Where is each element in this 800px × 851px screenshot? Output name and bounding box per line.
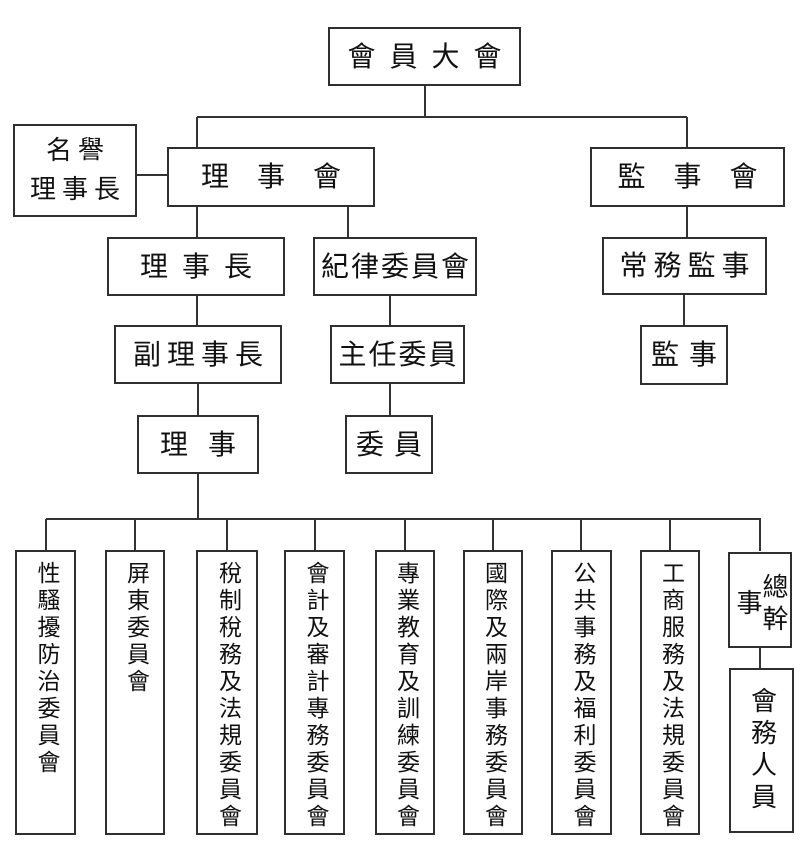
node-chairman: 理事長 [107, 237, 285, 296]
node-member-assembly: 會員大會 [328, 27, 521, 86]
node-pingtung-committee: 屏東委員會 [105, 550, 165, 835]
node-label: 監事 [650, 338, 727, 371]
node-label: 理事長 [139, 249, 266, 283]
node-label: 會務人員 [746, 686, 777, 815]
node-label: 專業教育及訓練委員會 [392, 561, 419, 831]
node-label: 公共事務及福利委員會 [569, 561, 595, 831]
node-label: 總幹事 [732, 572, 788, 637]
node-label: 委員 [355, 427, 432, 461]
node-international-cross-strait-affairs-committee: 國際及兩岸事務委員會 [463, 550, 523, 835]
node-label: 理事會 [200, 160, 369, 193]
node-public-affairs-welfare-committee: 公共事務及福利委員會 [551, 550, 612, 835]
node-label: 會計及審計專務委員會 [302, 561, 328, 831]
node-label: 主任委員 [338, 337, 459, 371]
node-label: 工商服務及法規委員會 [657, 561, 684, 831]
node-label: 屏東委員會 [122, 561, 149, 696]
node-label: 國際及兩岸事務委員會 [480, 561, 507, 831]
node-discipline-committee: 紀律委員會 [313, 237, 477, 296]
node-administrative-staff: 會務人員 [729, 668, 794, 833]
node-label: 紀律委員會 [320, 249, 471, 283]
node-accounting-auditing-affairs-committee: 會計及審計專務委員會 [284, 550, 345, 835]
node-sexual-harassment-prevention-committee: 性騷擾防治委員會 [15, 550, 76, 835]
node-board-of-supervisors: 監事會 [590, 147, 785, 207]
node-label: 理事 [159, 427, 256, 461]
node-board-of-directors: 理事會 [167, 147, 375, 207]
node-vice-chairman: 副理事長 [114, 325, 282, 384]
node-commissioner: 委員 [345, 415, 433, 474]
node-honorary-chairman: 名譽 理事長 [13, 124, 137, 217]
node-chief-commissioner: 主任委員 [330, 325, 465, 384]
node-standing-supervisor: 常務監事 [602, 237, 767, 295]
node-professional-education-training-committee: 專業教育及訓練委員會 [375, 550, 435, 835]
node-label: 副理事長 [132, 337, 269, 371]
node-commercial-services-regulations-committee: 工商服務及法規委員會 [640, 550, 700, 835]
node-label: 會員大會 [347, 39, 516, 73]
node-label: 名譽 理事長 [29, 135, 126, 205]
node-tax-system-tax-affairs-regulations-committee: 稅制稅務及法規委員會 [196, 550, 258, 835]
node-supervisor: 監事 [640, 325, 728, 385]
node-label: 常務監事 [619, 249, 756, 282]
node-label: 性騷擾防治委員會 [33, 561, 59, 777]
node-secretary-general: 總幹事 [728, 552, 792, 648]
node-label: 監事會 [617, 160, 786, 193]
node-label: 稅制稅務及法規委員會 [214, 561, 241, 831]
node-director: 理事 [137, 415, 259, 474]
